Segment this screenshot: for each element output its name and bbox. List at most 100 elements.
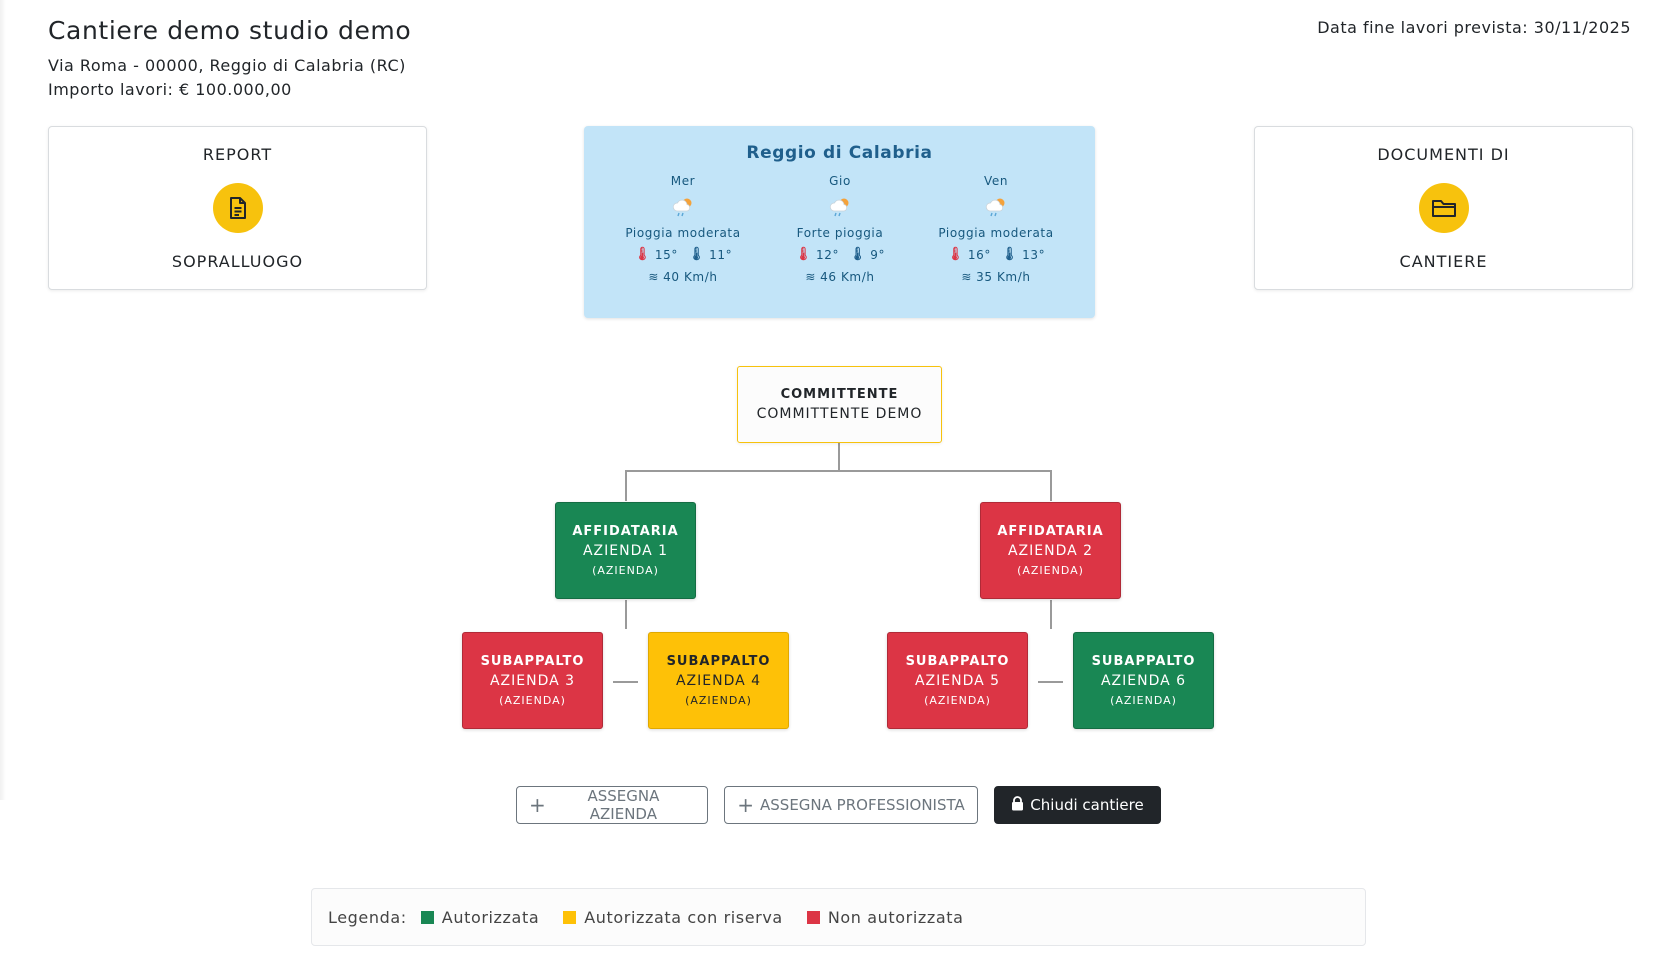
weather-widget: Reggio di Calabria Mer Pioggia moderata … — [584, 126, 1095, 318]
node-type: (AZIENDA) — [924, 694, 991, 707]
site-address: Via Roma - 00000, Reggio di Calabria (RC… — [48, 56, 406, 75]
wind-speed: 46 Km/h — [820, 270, 875, 284]
connector-line — [625, 470, 627, 501]
subappalto-azienda-4-node[interactable]: SUBAPPALTO AZIENDA 4 (AZIENDA) — [648, 632, 789, 729]
report-sopralluogo-card[interactable]: REPORT SOPRALLUOGO — [48, 126, 427, 290]
lock-icon — [1011, 795, 1024, 815]
weather-condition: Forte pioggia — [796, 226, 884, 240]
node-role: SUBAPPALTO — [1091, 654, 1196, 669]
weather-city: Reggio di Calabria — [746, 143, 933, 163]
legend-swatch — [420, 910, 434, 924]
node-type: (AZIENDA) — [1017, 564, 1084, 577]
card-title-top: REPORT — [202, 145, 273, 164]
weather-temps: 🌡︎ 15° 🌡︎ 11° — [605, 244, 761, 266]
connector-line — [1038, 681, 1063, 683]
legend-item-label: Autorizzata — [441, 907, 540, 927]
close-site-button[interactable]: Chiudi cantiere — [994, 786, 1161, 824]
wind-speed: 40 Km/h — [663, 270, 718, 284]
node-type: (AZIENDA) — [592, 564, 659, 577]
close-site-label: Chiudi cantiere — [1030, 796, 1144, 814]
weather-day: Gio Forte pioggia 🌡︎ 12° 🌡︎ 9° ≋ 46 Km/h — [762, 174, 918, 288]
wind-icon: ≋ — [648, 270, 660, 284]
legend-item-non-autorizzata: Non autorizzata — [806, 907, 964, 927]
legend-item-riserva: Autorizzata con riserva — [563, 908, 783, 927]
weather-day-name: Mer — [670, 174, 696, 188]
card-title-bottom: SOPRALLUOGO — [171, 252, 304, 271]
subappalto-azienda-6-node[interactable]: SUBAPPALTO AZIENDA 6 (AZIENDA) — [1073, 632, 1214, 729]
thermometer-cold-icon: 🌡︎ — [1001, 247, 1019, 262]
weather-day-name: Ven — [983, 174, 1009, 188]
node-role: AFFIDATARIA — [572, 524, 679, 539]
rain-cloud-icon — [918, 192, 1074, 222]
wind-icon: ≋ — [805, 270, 817, 284]
page-title: Cantiere demo studio demo — [48, 16, 412, 45]
rain-cloud-icon — [605, 192, 761, 222]
page-left-shadow — [0, 0, 6, 800]
node-role: AFFIDATARIA — [997, 524, 1104, 539]
weather-wind: ≋ 35 Km/h — [918, 266, 1074, 288]
temp-max: 16° — [967, 248, 991, 262]
node-name: AZIENDA 6 — [1100, 673, 1187, 689]
node-name: COMMITTENTE DEMO — [756, 406, 923, 422]
works-amount: Importo lavori: € 100.000,00 — [48, 80, 292, 99]
weather-temps: 🌡︎ 16° 🌡︎ 13° — [918, 244, 1074, 266]
node-role: SUBAPPALTO — [666, 654, 771, 669]
node-name: AZIENDA 1 — [582, 543, 669, 559]
plus-icon: + — [737, 793, 755, 817]
thermometer-cold-icon: 🌡︎ — [849, 247, 867, 262]
assign-professional-label: ASSEGNA PROFESSIONISTA — [760, 796, 965, 814]
weather-condition: Pioggia moderata — [625, 226, 741, 240]
node-type: (AZIENDA) — [1110, 694, 1177, 707]
affidataria-azienda-2-node[interactable]: AFFIDATARIA AZIENDA 2 (AZIENDA) — [980, 502, 1121, 599]
temp-max: 15° — [654, 248, 678, 262]
temp-min: 13° — [1022, 248, 1046, 262]
node-role: COMMITTENTE — [780, 387, 899, 402]
connector-line — [625, 600, 627, 629]
legend-swatch — [563, 910, 577, 924]
card-title-bottom: CANTIERE — [1399, 252, 1488, 271]
folder-icon — [1418, 183, 1469, 233]
file-text-icon — [212, 183, 263, 233]
node-type: (AZIENDA) — [685, 694, 752, 707]
assign-company-button[interactable]: + ASSEGNA AZIENDA — [516, 786, 708, 824]
wind-speed: 35 Km/h — [976, 270, 1031, 284]
node-name: AZIENDA 4 — [675, 673, 762, 689]
connector-line — [838, 443, 840, 471]
temp-max: 12° — [816, 248, 840, 262]
legend-item-autorizzata: Autorizzata — [420, 907, 540, 927]
legend-item-label: Autorizzata con riserva — [584, 907, 783, 927]
node-name: AZIENDA 2 — [1007, 543, 1094, 559]
node-name: AZIENDA 5 — [914, 673, 1001, 689]
end-date: Data fine lavori prevista: 30/11/2025 — [1317, 18, 1631, 37]
rain-cloud-icon — [762, 192, 918, 222]
legend-swatch — [806, 910, 820, 924]
node-name: AZIENDA 3 — [489, 673, 576, 689]
card-title-top: DOCUMENTI DI — [1377, 145, 1510, 164]
connector-line — [625, 470, 1052, 472]
thermometer-hot-icon: 🌡︎ — [633, 247, 651, 262]
affidataria-azienda-1-node[interactable]: AFFIDATARIA AZIENDA 1 (AZIENDA) — [555, 502, 696, 599]
weather-wind: ≋ 46 Km/h — [762, 266, 918, 288]
thermometer-cold-icon: 🌡︎ — [688, 247, 706, 262]
thermometer-hot-icon: 🌡︎ — [946, 247, 964, 262]
thermometer-hot-icon: 🌡︎ — [794, 247, 813, 262]
weather-temps: 🌡︎ 12° 🌡︎ 9° — [762, 244, 918, 266]
temp-min: 11° — [709, 248, 733, 262]
connector-line — [1050, 470, 1052, 501]
weather-wind: ≋ 40 Km/h — [605, 266, 761, 288]
subappalto-azienda-5-node[interactable]: SUBAPPALTO AZIENDA 5 (AZIENDA) — [887, 632, 1028, 729]
weather-day: Ven Pioggia moderata 🌡︎ 16° 🌡︎ 13° ≋ 35 … — [918, 174, 1074, 288]
assign-company-label: ASSEGNA AZIENDA — [587, 787, 660, 823]
temp-min: 9° — [870, 248, 886, 262]
wind-icon: ≋ — [961, 270, 973, 284]
weather-condition: Pioggia moderata — [938, 226, 1054, 240]
assign-professional-button[interactable]: + ASSEGNA PROFESSIONISTA — [724, 786, 978, 824]
weather-day-name: Gio — [829, 174, 851, 188]
subappalto-azienda-3-node[interactable]: SUBAPPALTO AZIENDA 3 (AZIENDA) — [462, 632, 603, 729]
weather-day: Mer Pioggia moderata 🌡︎ 15° 🌡︎ 11° ≋ 40 … — [605, 174, 761, 288]
documenti-cantiere-card[interactable]: DOCUMENTI DI CANTIERE — [1254, 126, 1633, 290]
node-role: SUBAPPALTO — [905, 654, 1010, 669]
legend-label: Legenda: — [328, 907, 407, 927]
legend-item-label: Non autorizzata — [827, 907, 964, 927]
committente-node[interactable]: COMMITTENTE COMMITTENTE DEMO — [737, 366, 942, 443]
